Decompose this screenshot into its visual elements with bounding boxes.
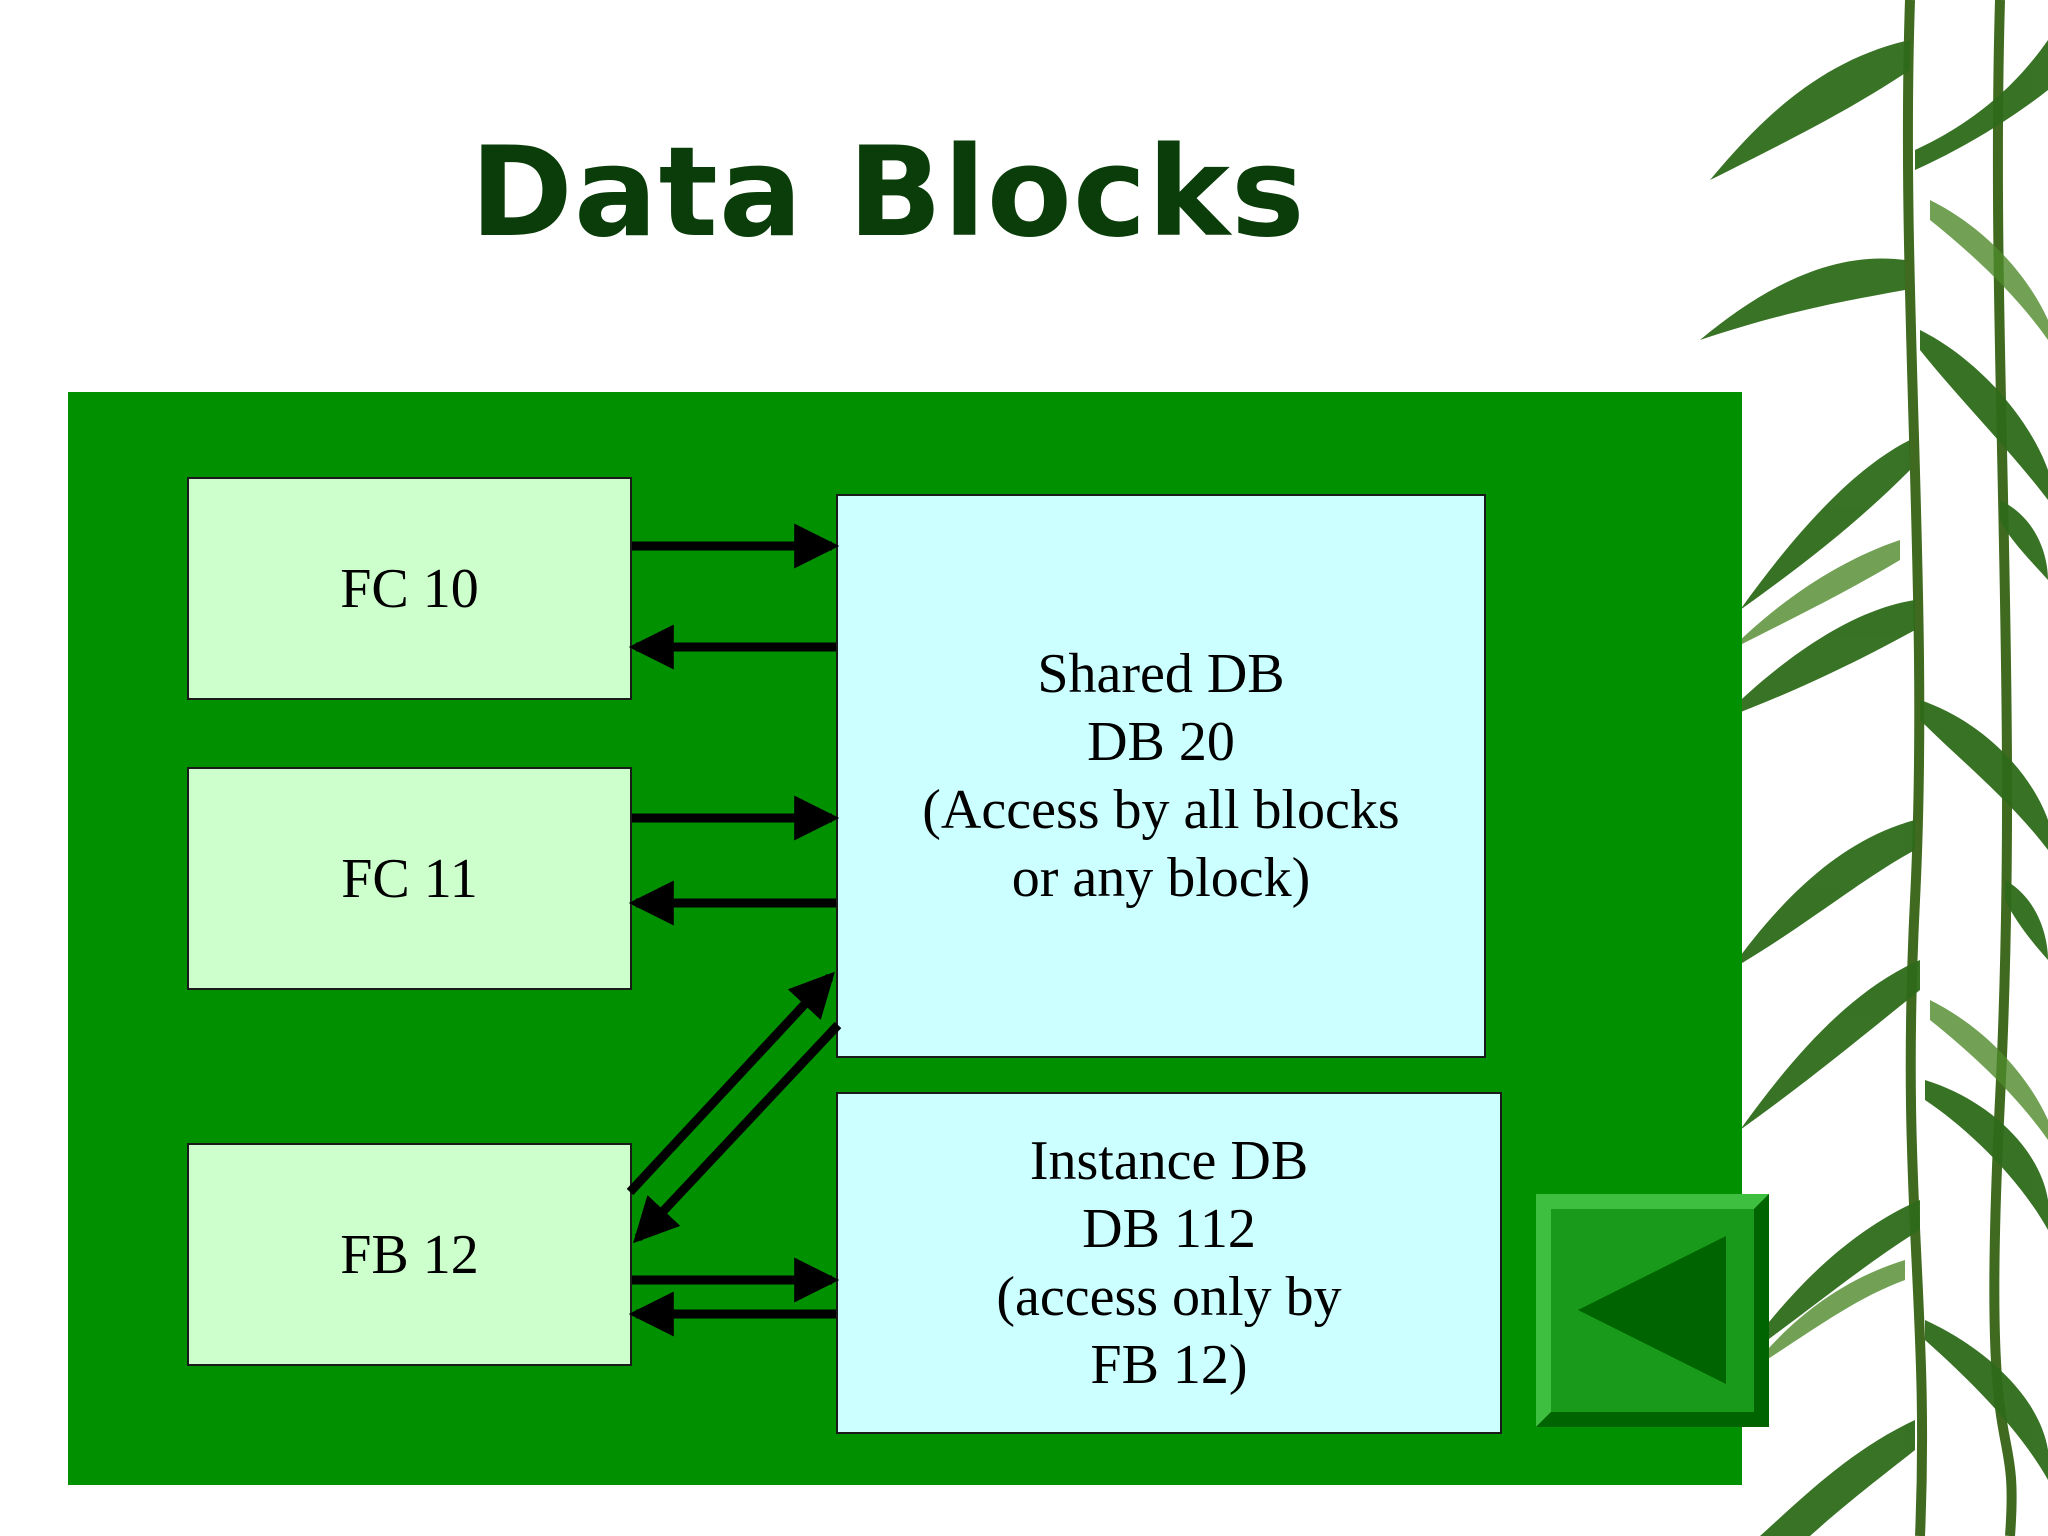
shared-db-block: Shared DB DB 20 (Access by all blocks or… xyxy=(836,494,1486,1058)
back-nav-button[interactable] xyxy=(1536,1194,1769,1427)
fc11-block: FC 11 xyxy=(187,767,632,990)
triangle-left-icon xyxy=(1578,1236,1726,1384)
bamboo-decoration xyxy=(1700,0,2048,1536)
shared-db-line-1: Shared DB xyxy=(1037,643,1285,705)
instance-db-line-3: (access only by xyxy=(996,1266,1342,1328)
shared-db-line-2: DB 20 xyxy=(1087,711,1235,773)
instance-db-line-1: Instance DB xyxy=(1029,1130,1309,1192)
fc10-label: FC 10 xyxy=(340,557,479,620)
fc10-block: FC 10 xyxy=(187,477,632,700)
instance-db-block: Instance DB DB 112 (access only by FB 12… xyxy=(836,1092,1502,1434)
shared-db-line-4: or any block) xyxy=(1011,847,1311,909)
slide-title: Data Blocks xyxy=(470,121,1306,265)
shared-db-line-3: (Access by all blocks xyxy=(922,779,1400,841)
instance-db-line-2: DB 112 xyxy=(1082,1198,1256,1260)
instance-db-line-4: FB 12) xyxy=(1090,1334,1248,1396)
fc11-label: FC 11 xyxy=(341,847,478,910)
fb12-label: FB 12 xyxy=(340,1223,479,1286)
fb12-block: FB 12 xyxy=(187,1143,632,1366)
